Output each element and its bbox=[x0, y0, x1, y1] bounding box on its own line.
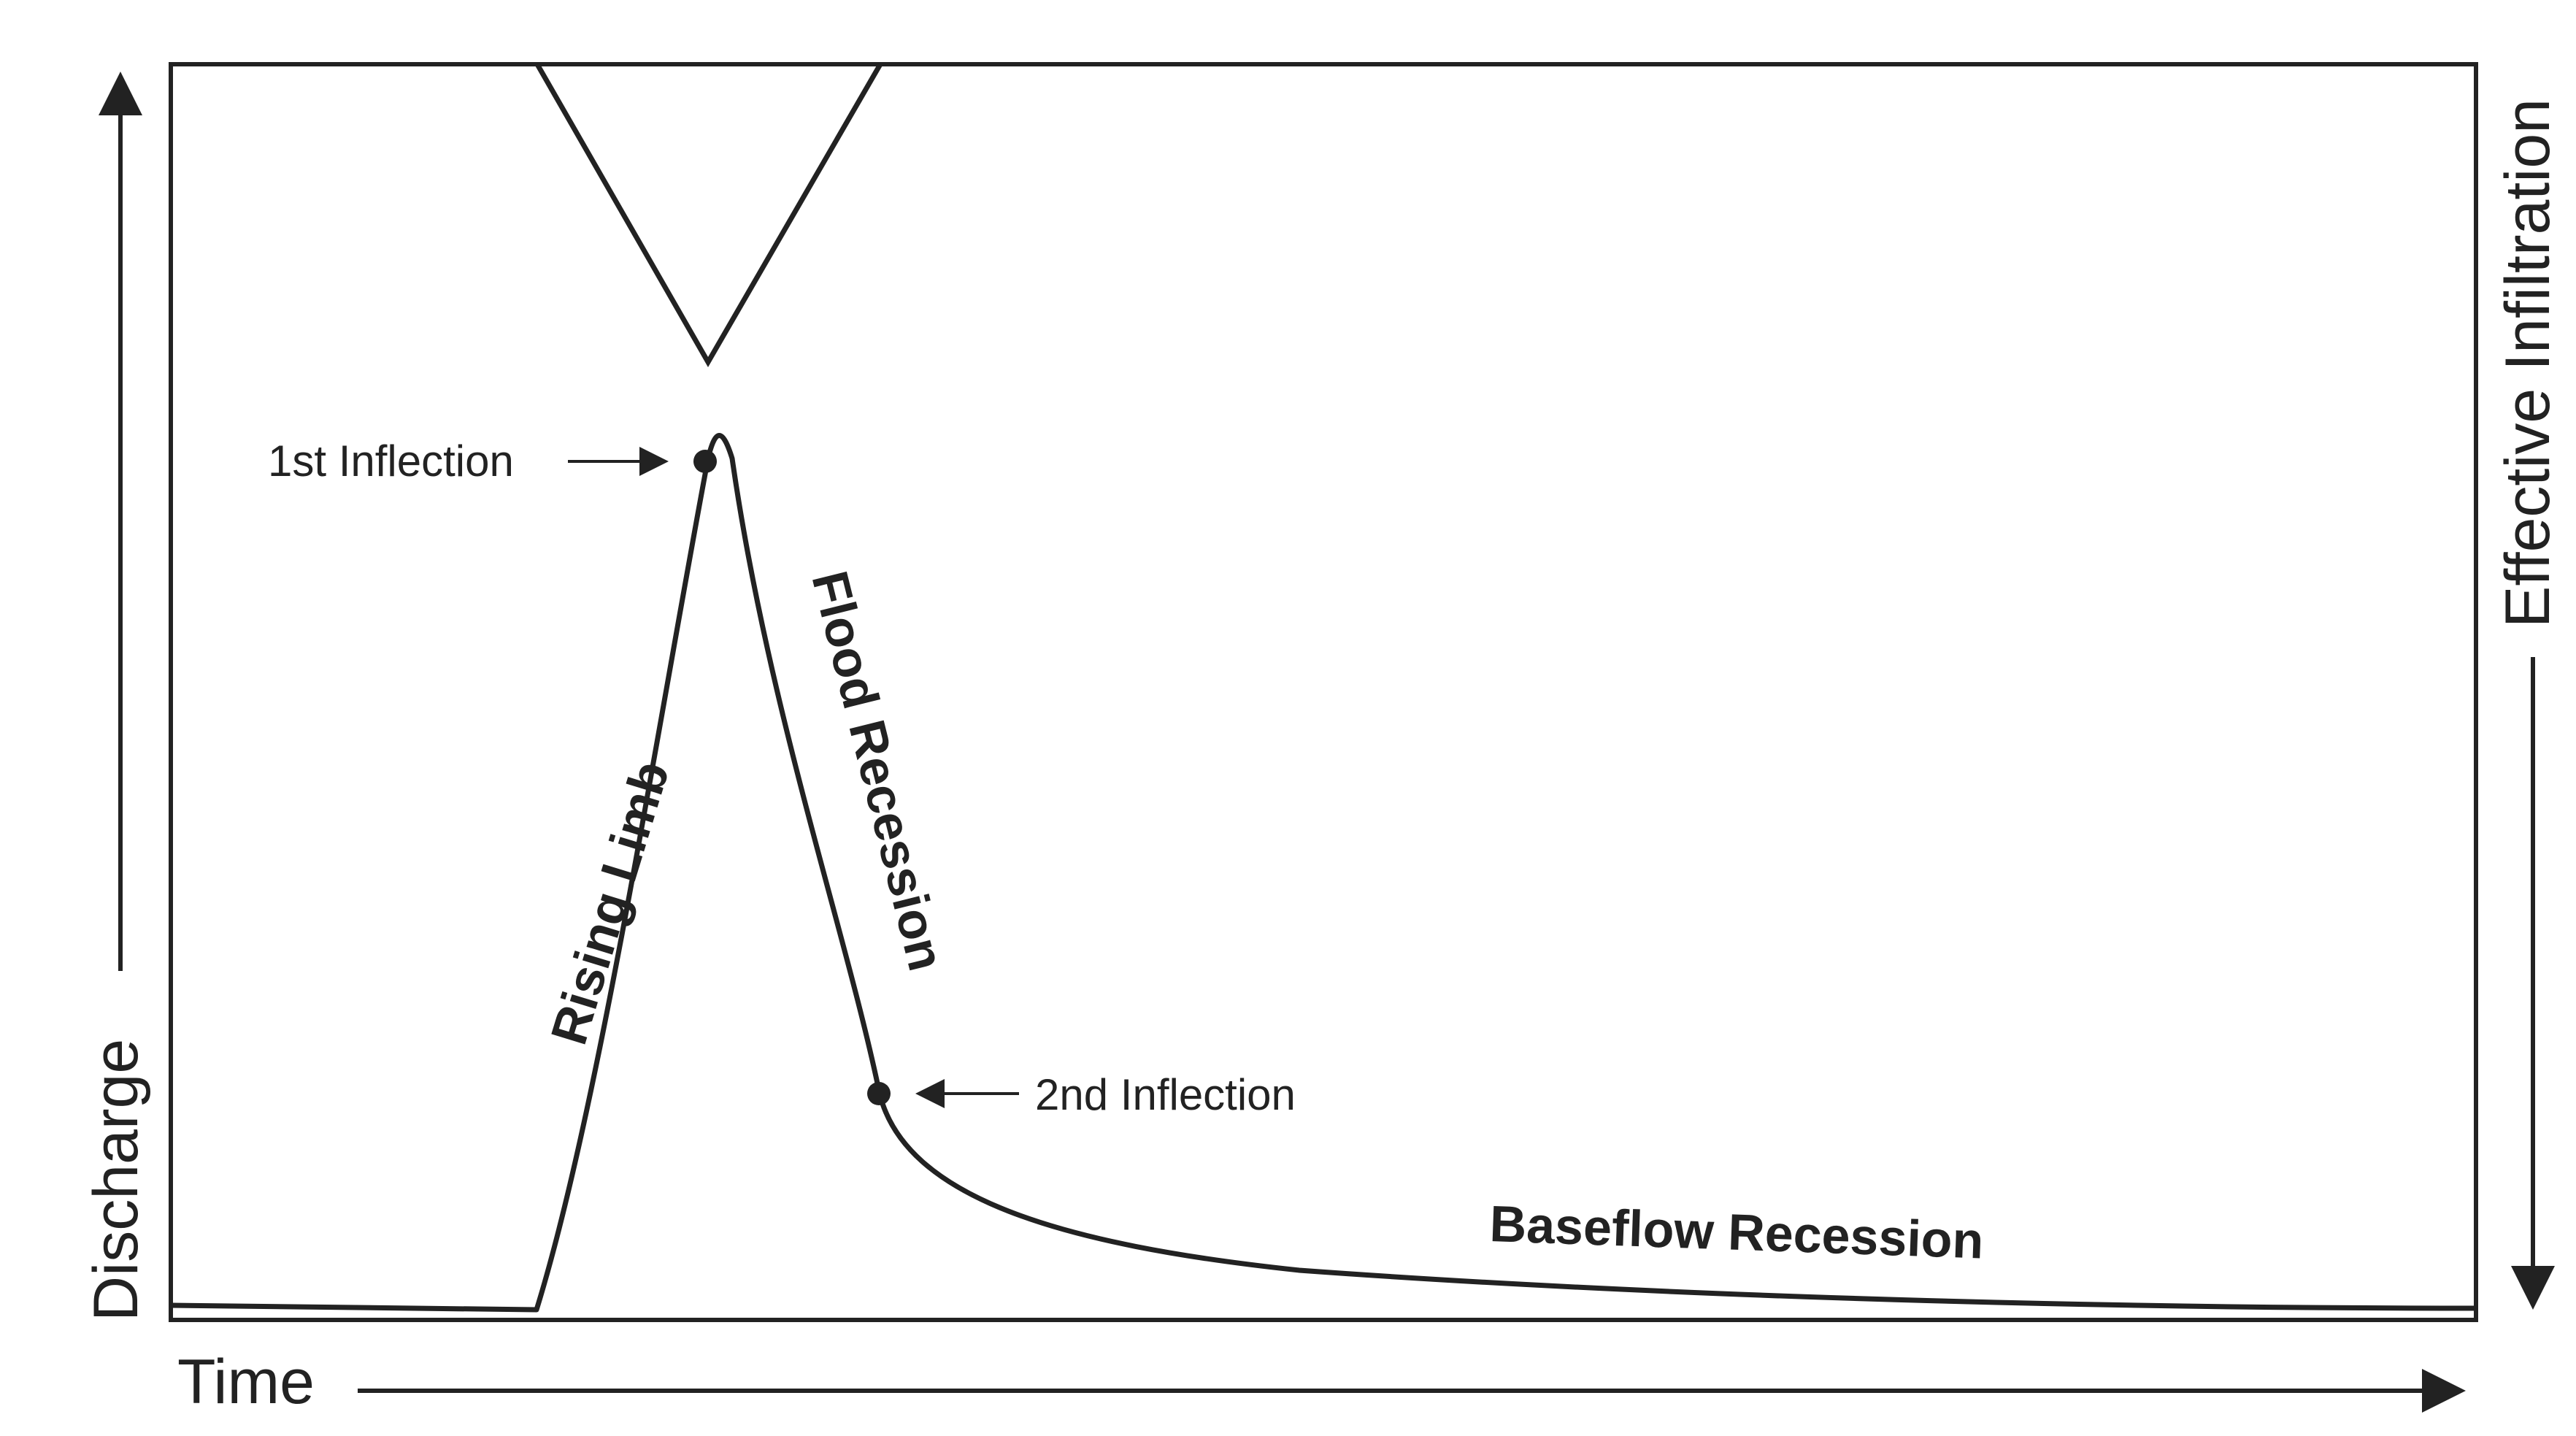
second-inflection-label: 2nd Inflection bbox=[1035, 1070, 1296, 1119]
second-inflection-point bbox=[867, 1082, 891, 1105]
discharge-axis-label: Discharge bbox=[81, 1039, 151, 1321]
hydrograph-curve bbox=[170, 433, 2477, 1313]
plot-frame bbox=[169, 62, 2478, 1322]
first-inflection-label: 1st Inflection bbox=[268, 437, 514, 485]
flood-recession-label: Flood Recession bbox=[801, 566, 955, 976]
first-inflection-point bbox=[693, 450, 717, 473]
infiltration-pulse bbox=[534, 63, 883, 368]
time-axis-label: Time bbox=[177, 1347, 315, 1417]
baseflow-recession-label: Baseflow Recession bbox=[1488, 1195, 1984, 1270]
effective-infiltration-axis-label: Effective Infiltration bbox=[2493, 99, 2563, 628]
